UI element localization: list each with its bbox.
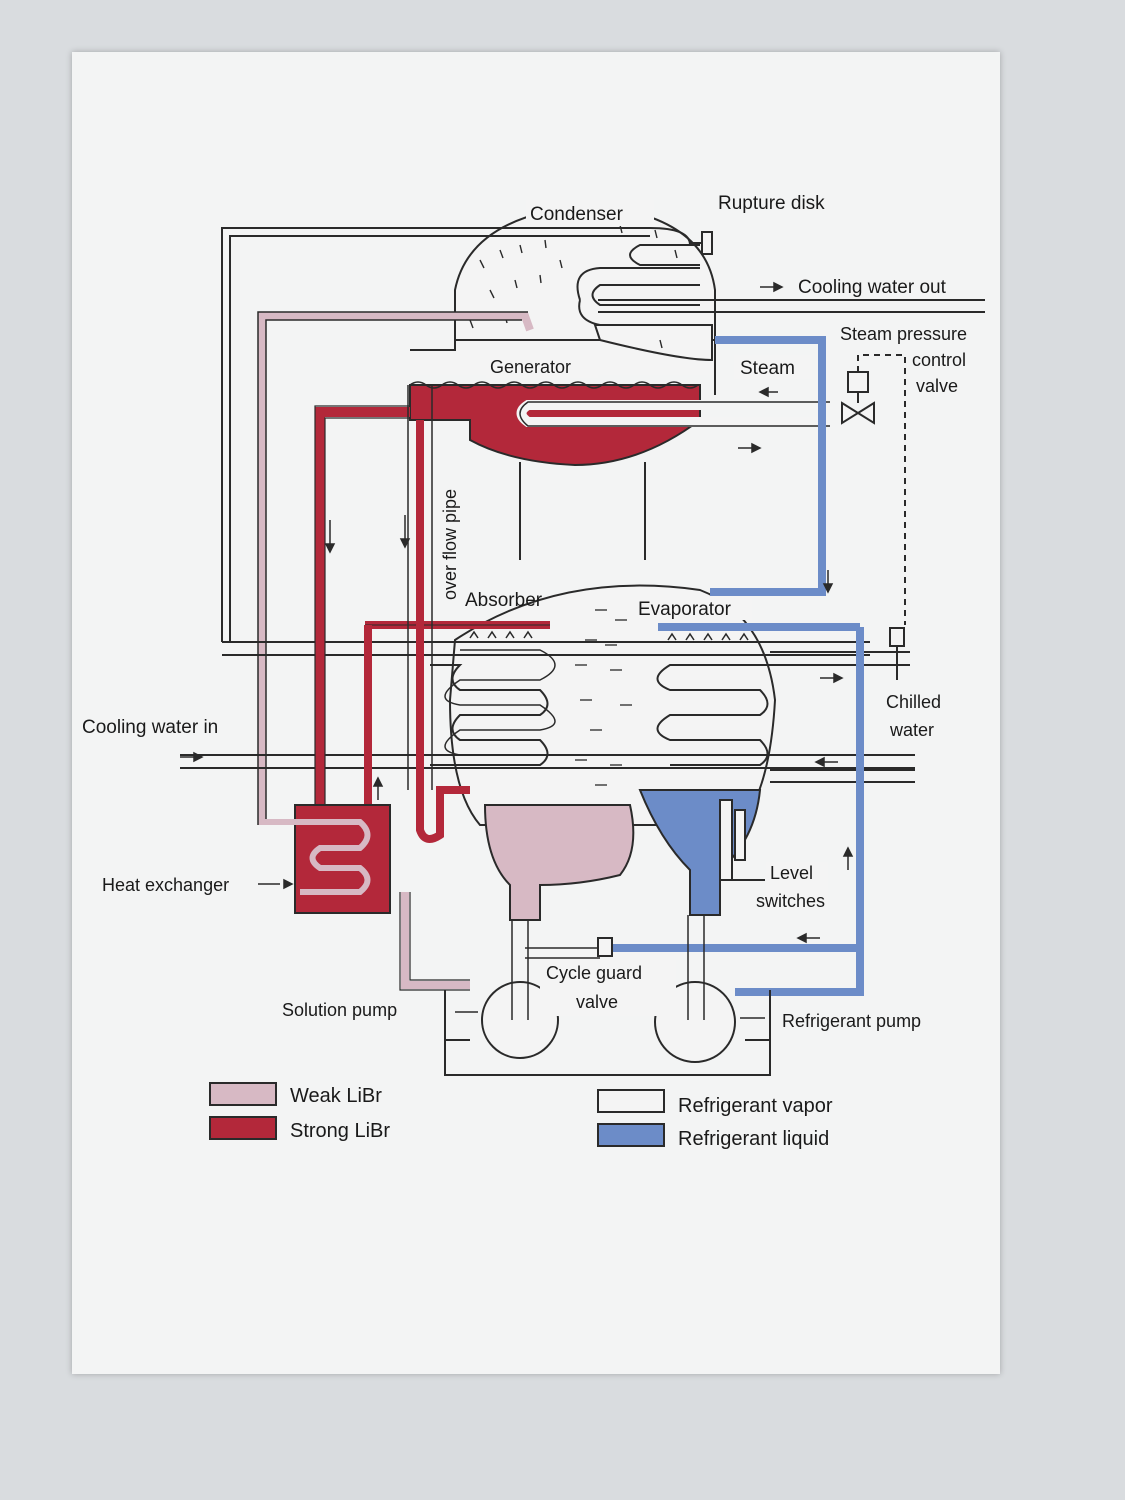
refrigerant-pump-discharge <box>735 627 864 996</box>
label-cycle-guard-2: valve <box>576 992 618 1012</box>
legend-swatch-refrigerant-liquid <box>597 1123 665 1147</box>
strong-libr-overflow <box>416 420 470 843</box>
label-condenser: Condenser <box>530 204 624 225</box>
label-solution-pump: Solution pump <box>282 1000 397 1020</box>
strong-libr-line-left <box>315 407 410 810</box>
generator-liquid-surface <box>409 381 699 389</box>
refrigerant-return-line <box>710 336 826 596</box>
legend-swatch-refrigerant-vapor <box>597 1089 665 1113</box>
solution-pump-casing <box>481 981 559 1059</box>
label-steam-pressure-2: control <box>912 350 966 370</box>
absorber-pool <box>483 804 635 921</box>
label-heat-exchanger: Heat exchanger <box>102 875 229 895</box>
overflow-pipe <box>407 385 433 790</box>
cooling-water-crossover <box>221 227 691 642</box>
generator-steam-tube <box>516 400 830 427</box>
absorber-coil <box>430 664 549 766</box>
legend-swatch-weak-libr <box>209 1082 277 1106</box>
pump-base <box>444 990 771 1076</box>
label-generator: Generator <box>490 357 571 377</box>
label-level-switches-1: Level <box>770 863 813 883</box>
label-cooling-water-out: Cooling water out <box>798 277 947 298</box>
condenser-tray <box>593 324 713 362</box>
level-switches <box>719 799 765 881</box>
label-chilled-water-1: Chilled <box>886 692 941 712</box>
heat-exchanger-coil <box>262 819 371 895</box>
label-evaporator: Evaporator <box>638 599 732 620</box>
weak-libr-return-line <box>401 892 470 989</box>
label-steam-pressure-3: valve <box>916 376 958 396</box>
legend-swatches <box>209 1082 665 1147</box>
legend-swatch-strong-libr <box>209 1116 277 1140</box>
label-refrigerant-pump: Refrigerant pump <box>782 1011 921 1031</box>
paper-sheet: Condenser Rupture disk Cooling water out… <box>72 52 1000 1374</box>
label-steam: Steam <box>740 358 795 379</box>
legend-label-refrigerant-vapor: Refrigerant vapor <box>678 1095 833 1117</box>
absorption-chiller-diagram: Condenser Rupture disk Cooling water out… <box>82 193 985 1150</box>
chilled-water-lines <box>222 641 870 656</box>
spray-marks <box>469 630 749 641</box>
rupture-disk <box>690 231 713 255</box>
legend-label-strong-libr: Strong LiBr <box>290 1120 390 1142</box>
cooling-water-out-pipe <box>598 299 985 313</box>
label-cycle-guard-1: Cycle guard <box>546 963 642 983</box>
steam-control-valve <box>841 354 906 680</box>
weak-libr-inlet-pipe <box>258 312 534 825</box>
label-cooling-water-in: Cooling water in <box>82 717 218 738</box>
label-absorber: Absorber <box>465 590 543 611</box>
cooling-water-in-pipe <box>180 754 915 769</box>
legend-label-refrigerant-liquid: Refrigerant liquid <box>678 1128 829 1150</box>
cycle-guard-valve <box>597 937 613 957</box>
legend-label-weak-libr: Weak LiBr <box>290 1085 382 1107</box>
evaporator-coil <box>656 664 770 766</box>
condenser-coil <box>591 244 700 306</box>
flow-arrows <box>180 281 854 1019</box>
label-chilled-water-2: water <box>889 720 934 740</box>
label-steam-pressure-1: Steam pressure <box>840 324 967 344</box>
label-rupture-disk: Rupture disk <box>718 193 825 214</box>
vapor-dashes <box>575 609 632 786</box>
label-over-flow-pipe: over flow pipe <box>440 489 460 600</box>
label-level-switches-2: switches <box>756 891 825 911</box>
